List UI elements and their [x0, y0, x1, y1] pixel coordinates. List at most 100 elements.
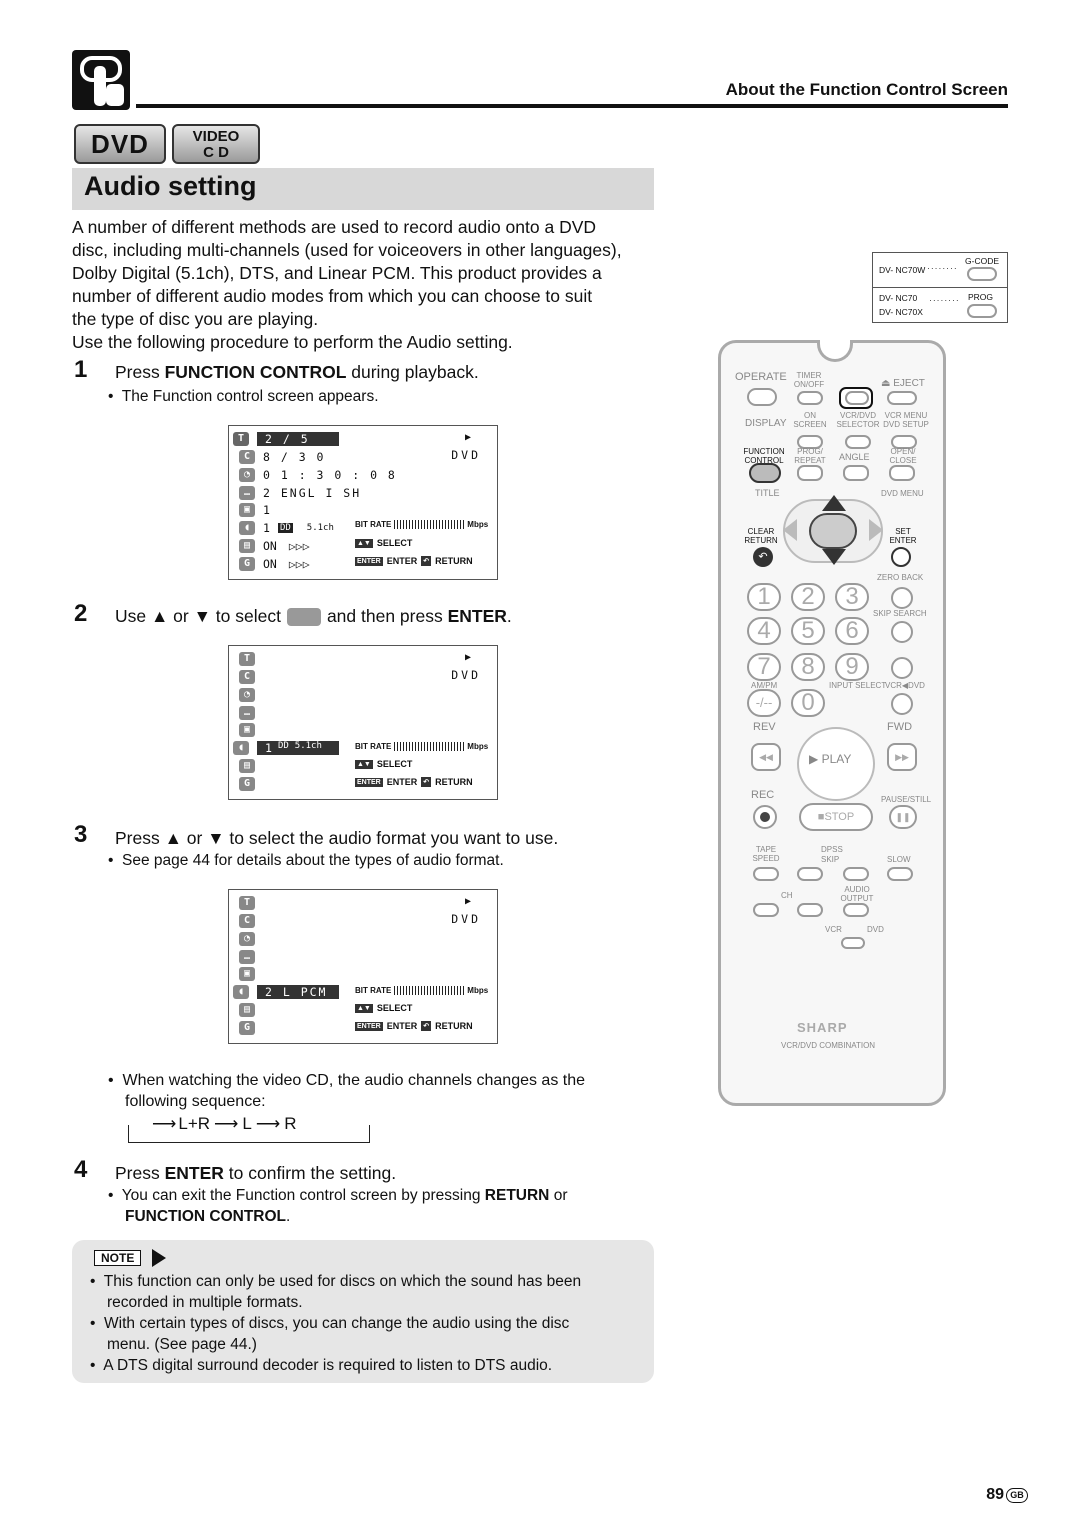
tape-speed-button[interactable]: [753, 867, 779, 881]
audio-icon: [286, 607, 321, 626]
return-button[interactable]: ↶: [753, 547, 773, 567]
subtitle-icon: …: [239, 705, 255, 720]
number-7-button[interactable]: 7: [747, 653, 781, 681]
skip-forward-button[interactable]: [843, 867, 869, 881]
page-title-bar: Audio setting: [72, 168, 654, 210]
pause-button[interactable]: ❚❚: [889, 805, 917, 829]
selector-button[interactable]: [845, 435, 871, 449]
gcode-button[interactable]: [967, 267, 997, 281]
step-number: 4: [74, 1156, 88, 1183]
chapter-icon: C: [239, 449, 255, 464]
angle-button[interactable]: [843, 465, 869, 481]
vcr-menu-label: VCR MENU DVD SETUP: [883, 411, 929, 429]
enter-key-icon: ENTER: [355, 1021, 383, 1031]
remote-notch: [817, 340, 853, 362]
dolby-digital-icon: DD: [277, 522, 293, 533]
ch-up-button[interactable]: [797, 903, 823, 917]
level-arrows-icon: ▷▷▷: [288, 538, 310, 553]
model-button-box: DV- NC70W ········ G-CODE DV- NC70 DV- N…: [872, 252, 1008, 323]
skip-search-button[interactable]: [891, 621, 913, 643]
video-cd-badge: VIDEO C D: [172, 124, 260, 164]
bullet-line: • You can exit the Function control scre…: [108, 1187, 568, 1204]
step-1-text: Press FUNCTION CONTROL during playback.: [115, 362, 479, 383]
osd-angle-row: ▣: [239, 721, 263, 738]
rec-button[interactable]: [753, 805, 777, 829]
tape-speed-label: TAPE SPEED: [752, 845, 780, 863]
return-key-icon: ↶: [421, 1021, 432, 1031]
slow-label: SLOW: [887, 855, 911, 864]
left-arrow-button[interactable]: [783, 519, 797, 541]
osd-a2-value: ON: [263, 556, 277, 571]
osd-disc-type: DVD: [451, 912, 481, 926]
number-0-button[interactable]: 0: [791, 689, 825, 717]
vcr-dvd-switch[interactable]: [841, 937, 865, 949]
skip-back-button[interactable]: [797, 867, 823, 881]
dash-button[interactable]: -/--: [747, 689, 781, 717]
down-arrow-button[interactable]: [822, 549, 846, 565]
prog-repeat-button[interactable]: [797, 465, 823, 481]
bitrate-unit: Mbps: [467, 742, 489, 751]
enter-center-button[interactable]: [809, 513, 857, 549]
number-4-button[interactable]: 4: [747, 617, 781, 645]
vcr-label: VCR: [825, 925, 842, 934]
vcr-dvd-button[interactable]: [891, 693, 913, 715]
ch-down-button[interactable]: [753, 903, 779, 917]
step-text-part: .: [506, 606, 512, 626]
stop-button[interactable]: ■STOP: [799, 803, 873, 831]
eject-button[interactable]: [887, 391, 917, 405]
skip-search-label: SKIP SEARCH: [873, 609, 927, 618]
osd-title-value: 2 / 5: [257, 431, 339, 446]
note-item: • A DTS digital surround decoder is requ…: [90, 1357, 553, 1374]
osd-audio-value: 1: [265, 740, 272, 755]
number-2-button[interactable]: 2: [791, 583, 825, 611]
note-item: • This function can only be used for dis…: [90, 1273, 582, 1290]
operate-button[interactable]: [747, 388, 777, 406]
g-mode-icon: G: [239, 556, 255, 571]
enter-label: ENTER: [386, 1021, 418, 1031]
number-3-button[interactable]: 3: [835, 583, 869, 611]
number-6-button[interactable]: 6: [835, 617, 869, 645]
open-close-button[interactable]: [889, 465, 915, 481]
up-arrow-button[interactable]: [822, 495, 846, 511]
function-control-label: FUNCTION CONTROL: [743, 447, 785, 465]
angle-icon: ▣: [239, 966, 255, 981]
bitrate-bars: [394, 986, 465, 995]
vcd-bullet: • When watching the video CD, the audio …: [108, 1070, 658, 1112]
vcr-menu-button[interactable]: [891, 435, 917, 449]
number-1-button[interactable]: 1: [747, 583, 781, 611]
audio-output-button[interactable]: [843, 903, 869, 917]
open-close-label: OPEN/ CLOSE: [889, 447, 917, 465]
timer-button[interactable]: [797, 391, 823, 405]
on-screen-button[interactable]: [797, 435, 823, 449]
right-arrow-button[interactable]: [869, 519, 883, 541]
chapter-icon: C: [239, 913, 255, 928]
rewind-button[interactable]: ◀◀: [751, 743, 781, 771]
fast-forward-button[interactable]: ▶▶: [887, 743, 917, 771]
number-9-button[interactable]: 9: [835, 653, 869, 681]
slow-button[interactable]: [887, 867, 913, 881]
vcr-dvd-selector-button[interactable]: [845, 391, 869, 405]
clock-icon: ◔: [239, 467, 255, 482]
osd-audio-format: 5.1ch: [294, 740, 322, 751]
audio-channel-sequence: ⟶ L+R ⟶ L ⟶ R: [148, 1114, 301, 1134]
osd-time-row: ◔: [239, 930, 263, 947]
set-button[interactable]: [891, 547, 911, 567]
eject-label: ⏏ EJECT: [881, 378, 925, 389]
dolby-digital-icon: DD: [277, 740, 289, 751]
circle-button[interactable]: [891, 657, 913, 679]
play-button[interactable]: ▶ PLAY: [809, 752, 852, 766]
title-label: TITLE: [755, 488, 780, 498]
step-text-part: during playback.: [346, 362, 479, 382]
function-control-button[interactable]: [749, 463, 781, 483]
zero-back-button[interactable]: [891, 587, 913, 609]
play-icon: ▶: [464, 896, 471, 907]
number-5-button[interactable]: 5: [791, 617, 825, 645]
prog-button[interactable]: [967, 304, 997, 318]
number-8-button[interactable]: 8: [791, 653, 825, 681]
ch-label: CH: [781, 891, 793, 900]
osd-title-row: T: [239, 894, 263, 911]
